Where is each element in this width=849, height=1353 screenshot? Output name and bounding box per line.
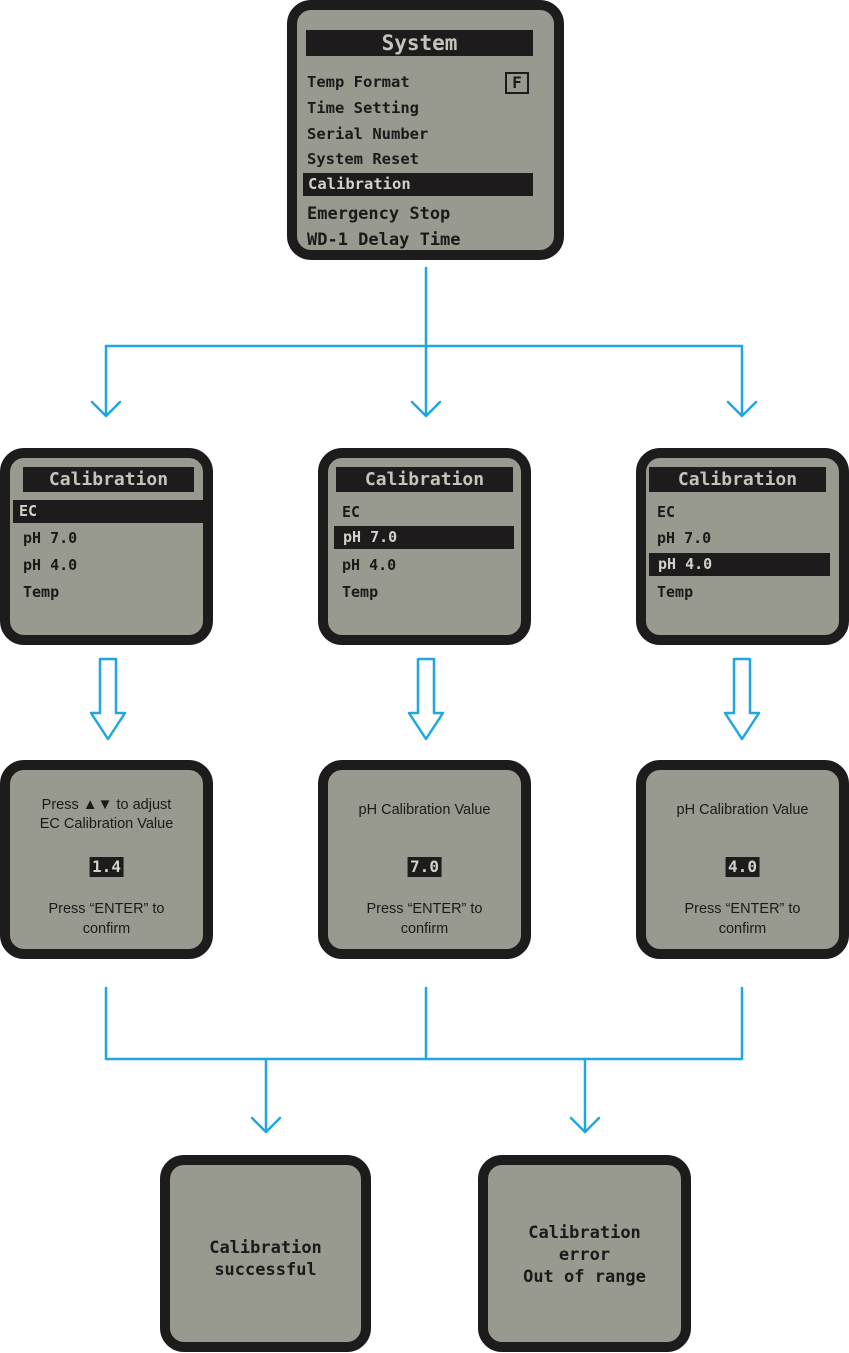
cal-item-temp[interactable]: Temp (23, 583, 60, 601)
calibration-menu-title: Calibration (336, 467, 513, 492)
menu-item-time-setting[interactable]: Time Setting (307, 99, 419, 117)
arrowhead-success (250, 1116, 282, 1134)
calibration-error-screen: Calibration error Out of range (478, 1155, 691, 1352)
error-line1: Calibration (528, 1223, 641, 1243)
error-line2: error (558, 1245, 611, 1265)
ph4-confirm-line1: Press “ENTER” to (684, 901, 801, 917)
calibration-menu-ph4: Calibration EC pH 7.0 pH 4.0 Temp (636, 448, 849, 645)
cal-item-ph4[interactable]: pH 4.0 (342, 556, 397, 574)
ph4-calibration-value: 4.0 (725, 857, 760, 877)
menu-item-wd1-delay-time[interactable]: WD-1 Delay Time (307, 230, 461, 250)
ec-adjust-screen: Press ▲▼ to adjust EC Calibration Value … (0, 760, 213, 959)
calibration-success-screen: Calibration successful (160, 1155, 371, 1352)
ec-adjust-to-adjust: to adjust (116, 797, 172, 813)
ec-calibration-value: 1.4 (89, 857, 124, 877)
temp-format-badge: F (505, 72, 529, 94)
error-line3: Out of range (523, 1267, 646, 1287)
menu-item-serial-number[interactable]: Serial Number (307, 125, 429, 143)
system-menu-title: System (306, 30, 533, 56)
cal-item-ph4[interactable]: pH 4.0 (23, 556, 78, 574)
calibration-menu-ec: Calibration EC pH 7.0 pH 4.0 Temp (0, 448, 213, 645)
arrowhead-error (569, 1116, 601, 1134)
ph7-confirm-line2: confirm (400, 921, 449, 937)
success-line1: Calibration (209, 1238, 322, 1258)
arrowhead-center (410, 400, 442, 418)
menu-item-temp-format[interactable]: Temp Format (307, 73, 410, 91)
up-down-arrows-icon: ▲▼ (82, 796, 113, 813)
success-line2: successful (214, 1260, 317, 1280)
cal-item-ec[interactable]: EC (657, 503, 676, 521)
ec-confirm-line1: Press “ENTER” to (48, 901, 165, 917)
ec-adjust-instruction: Press ▲▼ to adjust (10, 795, 203, 815)
ph7-heading: pH Calibration Value (358, 802, 491, 818)
ph4-confirm-line2: confirm (718, 921, 767, 937)
ph7-adjust-screen: pH Calibration Value 7.0 Press “ENTER” t… (318, 760, 531, 959)
cal-item-ph4-selected[interactable]: pH 4.0 (649, 553, 830, 576)
calibration-menu-title: Calibration (23, 467, 194, 492)
cal-item-temp[interactable]: Temp (342, 583, 379, 601)
cal-item-temp[interactable]: Temp (657, 583, 694, 601)
calibration-menu-title: Calibration (649, 467, 826, 492)
calibration-menu-ph7: Calibration EC pH 7.0 pH 4.0 Temp (318, 448, 531, 645)
menu-item-system-reset[interactable]: System Reset (307, 150, 419, 168)
ph7-calibration-value: 7.0 (407, 857, 442, 877)
cal-item-ec-selected[interactable]: EC (13, 500, 203, 523)
arrowhead-left (90, 400, 122, 418)
ph7-confirm-line1: Press “ENTER” to (366, 901, 483, 917)
hollow-arrow-center (407, 657, 445, 741)
ec-confirm-line2: confirm (82, 921, 131, 937)
cal-item-ph7[interactable]: pH 7.0 (657, 529, 712, 547)
menu-item-emergency-stop[interactable]: Emergency Stop (307, 204, 451, 224)
cal-item-ph7-selected[interactable]: pH 7.0 (334, 526, 514, 549)
cal-item-ph7[interactable]: pH 7.0 (23, 529, 78, 547)
ph4-heading: pH Calibration Value (676, 802, 809, 818)
system-menu-screen: System Temp Format F Time Setting Serial… (287, 0, 564, 260)
ec-adjust-line2: EC Calibration Value (39, 816, 174, 832)
cal-item-ec[interactable]: EC (342, 503, 361, 521)
ph4-adjust-screen: pH Calibration Value 4.0 Press “ENTER” t… (636, 760, 849, 959)
ec-adjust-press: Press (41, 797, 79, 813)
hollow-arrow-left (89, 657, 127, 741)
menu-item-calibration-selected[interactable]: Calibration (303, 173, 533, 196)
arrowhead-right (726, 400, 758, 418)
hollow-arrow-right (723, 657, 761, 741)
